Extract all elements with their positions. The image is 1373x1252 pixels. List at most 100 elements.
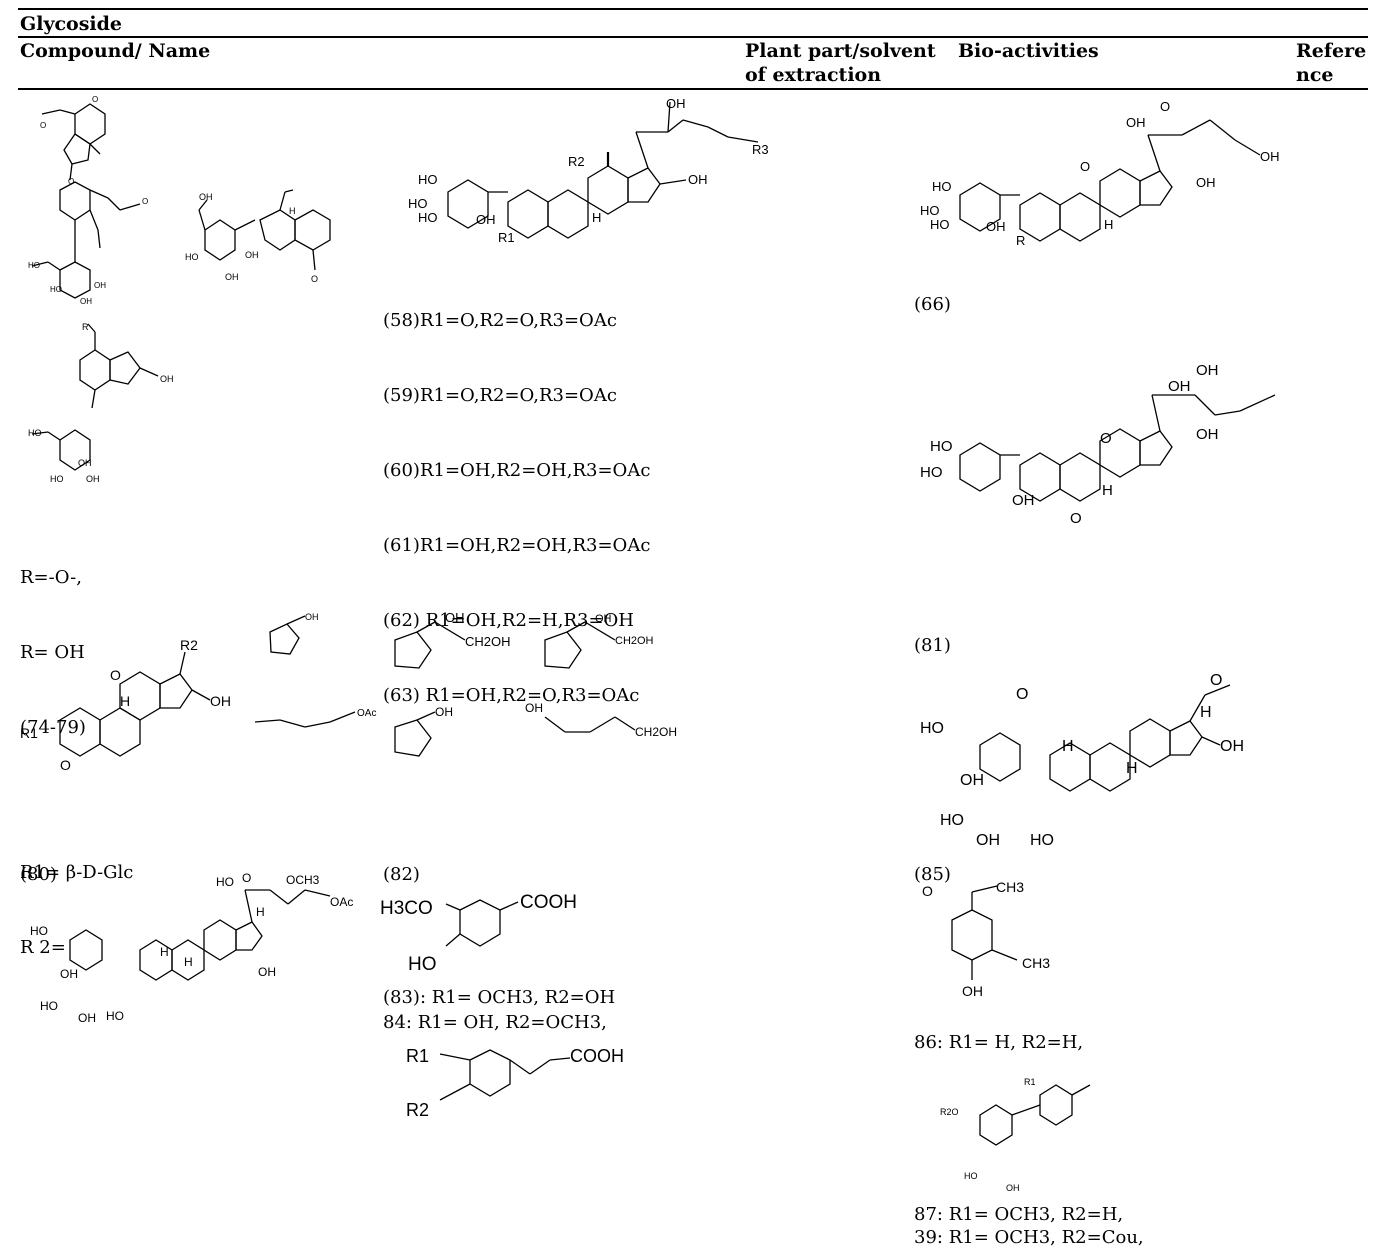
ho-label: HO [185,252,199,262]
r2-label: R2 [568,154,585,169]
structure-87-39: R2O R1 HO OH [940,1077,1091,1193]
col-header-compound: Compound/ Name [20,40,211,62]
oh-label: OH [60,967,78,981]
oh-label: OH [160,374,174,384]
r2-label: R2 [180,637,198,653]
header-rule [18,36,1368,38]
oh-label: OH [976,832,1000,849]
oh-label: OH [1126,115,1146,130]
ho-label: HO [408,196,428,211]
header-bottom-rule [18,88,1368,90]
h-label: H [1062,738,1074,755]
ho-label: HO [106,1009,124,1023]
ho-label: HO [408,954,437,975]
ho-label: HO [920,203,940,218]
r-defs-74-79: R=-O-, R= OH (74-79) [20,515,86,765]
h-label: H [1104,217,1113,232]
section-title: Glycoside [20,13,123,35]
oh-label: OH [225,272,239,282]
oh-label: OH [1220,738,1244,755]
oac-label: OAc [330,895,353,909]
oh-label: OH [78,458,92,468]
label-86: 86: R1= H, R2=H, [914,1032,1084,1053]
r-label: R [82,322,89,332]
o-label: O [92,95,98,104]
o-label: O [1100,430,1112,447]
r-group-63: (63) R1=OH,R2=O,R3=OAc [383,685,640,706]
r1-label: R1 [20,725,38,741]
oh-label: OH [525,701,543,715]
r1-label: R1 [406,1046,429,1066]
r-def-74: R=-O-, [20,567,82,588]
ch2oh-label: CH2OH [635,725,677,739]
label-82: (82) [383,864,420,885]
label-83: (83): R1= OCH3, R2=OH [383,987,616,1008]
o-label: O [311,274,318,284]
top-rule [18,8,1368,10]
oh-label: OH [94,281,106,290]
ho-label: HO [920,464,943,481]
oac-label: OAc [357,708,376,719]
h-label: H [1200,704,1212,721]
oh-label: OH [80,297,92,306]
cooh-label: COOH [570,1046,624,1066]
h-label: H [120,693,130,709]
oh-label: OH [986,219,1006,234]
r2-label: R2 [406,1100,429,1120]
label-84: 84: R1= OH, R2=OCH3, [383,1012,607,1033]
ho-label: HO [50,474,64,484]
structure-80-glycoside: HO HO OH OH HO OH HO O OCH3 OAc H H H [30,871,353,1025]
structure-secoiridoid: HO OH OH OH H O [185,189,331,284]
oh-label: OH [1012,492,1035,509]
r-group-58: (58)R1=O,R2=O,R3=OAc [383,310,617,331]
ho-label: HO [1030,832,1054,849]
oh-label: OH [1196,362,1219,379]
o-label: O [40,121,46,130]
h-label: H [289,206,296,216]
oh-label: OH [666,96,686,111]
ho-label: HO [940,812,964,829]
oh-label: OH [476,212,496,227]
structure-81: HO HO OH OH OH OH O O H [920,362,1276,527]
o-label: O [110,667,121,683]
ho-label: HO [930,217,950,232]
r-group-61: (61)R1=OH,R2=OH,R3=OAc [383,535,651,556]
h-label: H [184,955,193,969]
structure-85: HO HO OH OH HO OH O O H H H [920,672,1244,849]
o-label: O [142,197,148,206]
och3-label: OCH3 [286,873,320,887]
oh-label: OH [688,172,708,187]
oh-label: OH [445,610,465,625]
r2-def-80: R 2= [20,937,66,958]
o-label: O [1210,672,1222,689]
structure-cinnamic-acid: COOH R1 R2 [406,1046,624,1120]
ho-label: HO [964,1171,978,1181]
col-header-reference: Refere nce [1296,40,1367,86]
oh-label: OH [1168,378,1191,395]
structure-66: HO HO HO OH OH OH OH R O O H [920,99,1280,248]
structure-74-79: R OH HO HO OH OH [28,322,174,484]
o-label: O [1160,99,1170,114]
r1-def-80: R1= β-D-Glc [20,862,134,883]
ho-label: HO [932,179,952,194]
r-group-list-58-63: (58)R1=O,R2=O,R3=OAc (59)R1=O,R2=O,R3=OA… [383,258,650,733]
r-group-59: (59)R1=O,R2=O,R3=OAc [383,385,617,406]
o-label: O [242,871,251,885]
label-39: 39: R1= OCH3, R2=Cou, [914,1227,1144,1248]
oh-label: OH [86,474,100,484]
ho-label: HO [920,720,944,737]
r-defs-80: R1= β-D-Glc R 2= [20,810,133,985]
o-label: O [68,177,74,186]
oh-label: OH [1196,175,1216,190]
oh-label: OH [1260,149,1280,164]
oh-label: OH [78,1011,96,1025]
label-85: (85) [914,864,951,885]
side-chains-80: OH OH CH2OH OH CH2OH OAc OH CH2OH OH [254,610,677,757]
r2o-label: R2O [940,1107,959,1117]
ho-label: HO [216,875,234,889]
oh-label: OH [1006,1183,1020,1193]
label-66: (66) [914,294,951,315]
ch3-label: CH3 [1022,955,1050,971]
ho-label: HO [50,285,62,294]
oh-label: OH [435,705,453,719]
